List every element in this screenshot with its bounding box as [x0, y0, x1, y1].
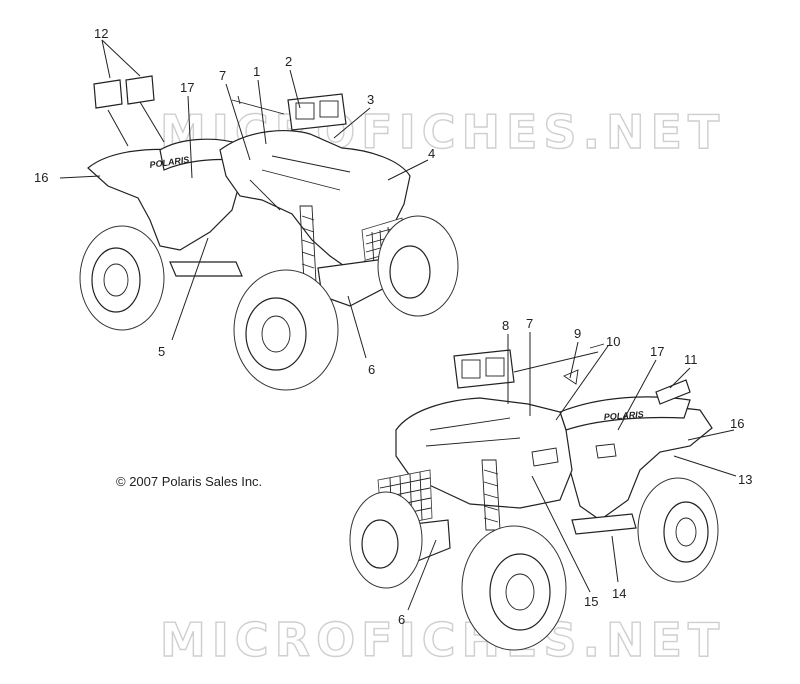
callout-3: 3 [367, 92, 374, 107]
callout-17-b: 17 [650, 344, 664, 359]
atv2-front-right-wheel [461, 525, 567, 651]
callout-8: 8 [502, 318, 509, 333]
callout-14: 14 [612, 586, 626, 601]
callout-6-b: 6 [398, 612, 405, 627]
atv2-callouts: 8 7 9 10 17 11 16 13 15 14 6 [398, 316, 752, 627]
copyright-notice: © 2007 Polaris Sales Inc. [116, 474, 262, 489]
atv1-leader-lines [59, 39, 429, 359]
atv1-front-right-wheel [233, 269, 339, 391]
callout-12: 12 [94, 26, 108, 41]
callout-11: 11 [684, 352, 698, 367]
atv1-callouts: 12 17 7 1 2 3 4 16 5 6 [34, 26, 435, 377]
watermark-bottom: MICROFICHES.NET [160, 613, 725, 667]
callout-1: 1 [253, 64, 260, 79]
atv1-headlight [287, 93, 347, 131]
callout-2: 2 [285, 54, 292, 69]
callout-7-b: 7 [526, 316, 533, 331]
atv1-front-left-wheel [377, 215, 459, 317]
atv-front-view: POLARIS [79, 75, 459, 391]
callout-16-b: 16 [730, 416, 744, 431]
callout-7: 7 [219, 68, 226, 83]
callout-13: 13 [738, 472, 752, 487]
callout-6: 6 [368, 362, 375, 377]
callout-5: 5 [158, 344, 165, 359]
atv-rear-view: POLARIS [349, 343, 719, 651]
callout-4: 4 [428, 146, 435, 161]
atv2-front-left-wheel [349, 491, 423, 589]
atv1-decal-12b [125, 75, 155, 105]
atv2-leader-lines [407, 332, 737, 611]
atv2-decal-11 [655, 379, 691, 405]
atv1-decal-12a [93, 79, 123, 109]
callout-15: 15 [584, 594, 598, 609]
callout-17: 17 [180, 80, 194, 95]
callout-9: 9 [574, 326, 581, 341]
atv2-polaris-decal: POLARIS [603, 409, 644, 422]
callout-16: 16 [34, 170, 48, 185]
callout-10: 10 [606, 334, 620, 349]
atv2-rear-right-wheel [637, 477, 719, 583]
atv1-rear-left-wheel [79, 225, 165, 331]
atv2-headlight [453, 349, 515, 389]
